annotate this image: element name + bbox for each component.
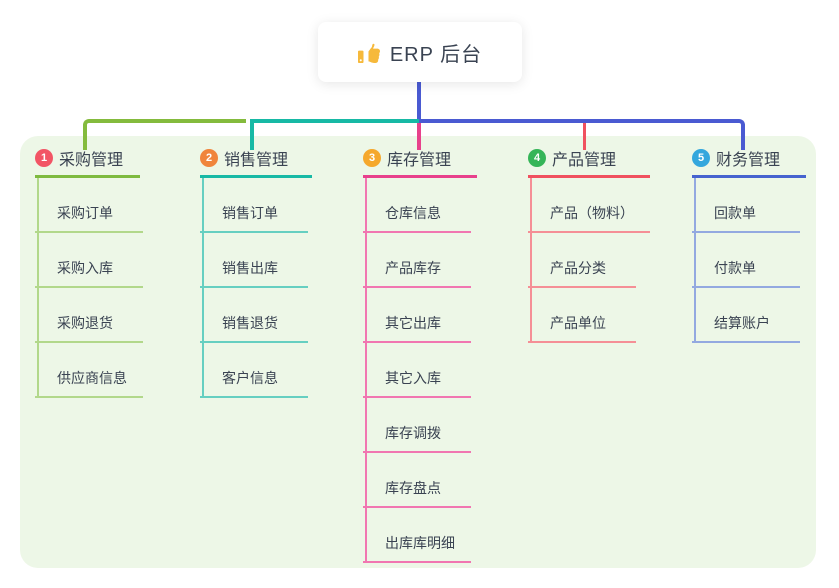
child-node[interactable]: 付款单 xyxy=(692,233,800,288)
branch-number-badge: 1 xyxy=(35,149,53,167)
branch-child-connector-line xyxy=(202,178,204,398)
child-row: 库存盘点 xyxy=(363,453,477,508)
child-node[interactable]: 库存盘点 xyxy=(363,453,471,508)
child-row: 销售出库 xyxy=(200,233,312,288)
branch3-drop-line xyxy=(417,123,421,150)
child-node[interactable]: 回款单 xyxy=(692,178,800,233)
branch-label: 销售管理 xyxy=(224,152,289,169)
branch-node-3[interactable]: 3 库存管理 xyxy=(363,146,477,178)
branch-node-4[interactable]: 4 产品管理 xyxy=(528,146,650,178)
branch5-elbow-line xyxy=(419,119,745,150)
branch-node-5[interactable]: 5 财务管理 xyxy=(692,146,806,178)
branch-node-1[interactable]: 1 采购管理 xyxy=(35,146,140,178)
branch-node-2[interactable]: 2 销售管理 xyxy=(200,146,312,178)
branch-2: 2 销售管理销售订单销售出库销售退货客户信息 xyxy=(200,146,312,398)
branch-number-badge: 2 xyxy=(200,149,218,167)
branch-5: 5 财务管理回款单付款单结算账户 xyxy=(692,146,806,343)
child-node[interactable]: 产品库存 xyxy=(363,233,471,288)
child-row: 产品（物料） xyxy=(528,178,650,233)
child-row: 采购入库 xyxy=(35,233,143,288)
child-node[interactable]: 其它入库 xyxy=(363,343,471,398)
child-node[interactable]: 结算账户 xyxy=(692,288,800,343)
child-node[interactable]: 销售订单 xyxy=(200,178,308,233)
child-row: 产品库存 xyxy=(363,233,477,288)
child-node[interactable]: 出库库明细 xyxy=(363,508,471,563)
branch4-drop-line xyxy=(583,123,586,150)
branch-number-badge: 5 xyxy=(692,149,710,167)
child-row: 回款单 xyxy=(692,178,806,233)
child-node[interactable]: 库存调拨 xyxy=(363,398,471,453)
branches-panel xyxy=(20,136,816,568)
branch-children: 回款单付款单结算账户 xyxy=(692,178,806,343)
root-node[interactable]: ERP 后台 xyxy=(318,22,522,82)
branch-child-connector-line xyxy=(37,178,39,398)
root-title: ERP 后台 xyxy=(389,43,483,66)
child-row: 结算账户 xyxy=(692,288,806,343)
branch-children: 产品（物料）产品分类产品单位 xyxy=(528,178,650,343)
child-row: 客户信息 xyxy=(200,343,312,398)
child-row: 采购订单 xyxy=(35,178,143,233)
branch-label: 库存管理 xyxy=(387,152,452,169)
child-node[interactable]: 仓库信息 xyxy=(363,178,471,233)
child-node[interactable]: 采购订单 xyxy=(35,178,143,233)
child-row: 采购退货 xyxy=(35,288,143,343)
child-row: 出库库明细 xyxy=(363,508,477,563)
child-row: 供应商信息 xyxy=(35,343,143,398)
child-row: 其它入库 xyxy=(363,343,477,398)
branch-children: 销售订单销售出库销售退货客户信息 xyxy=(200,178,312,398)
mid-segment-line xyxy=(250,119,419,123)
child-node[interactable]: 采购退货 xyxy=(35,288,143,343)
branch-label: 财务管理 xyxy=(716,152,781,169)
root-stem-line xyxy=(417,82,421,121)
branch2-drop-line xyxy=(250,119,254,150)
child-row: 其它出库 xyxy=(363,288,477,343)
branch-1: 1 采购管理采购订单采购入库采购退货供应商信息 xyxy=(35,146,143,398)
branch-number-badge: 4 xyxy=(528,149,546,167)
branch-3: 3 库存管理仓库信息产品库存其它出库其它入库库存调拨库存盘点出库库明细 xyxy=(363,146,477,563)
child-node[interactable]: 其它出库 xyxy=(363,288,471,343)
branch-children: 采购订单采购入库采购退货供应商信息 xyxy=(35,178,143,398)
child-node[interactable]: 产品分类 xyxy=(528,233,636,288)
thumbs-up-icon xyxy=(357,41,380,63)
child-node[interactable]: 客户信息 xyxy=(200,343,308,398)
child-node[interactable]: 产品单位 xyxy=(528,288,636,343)
child-node[interactable]: 供应商信息 xyxy=(35,343,143,398)
child-node[interactable]: 销售出库 xyxy=(200,233,308,288)
branch-number-badge: 3 xyxy=(363,149,381,167)
child-node[interactable]: 产品（物料） xyxy=(528,178,650,233)
child-row: 库存调拨 xyxy=(363,398,477,453)
branch-children: 仓库信息产品库存其它出库其它入库库存调拨库存盘点出库库明细 xyxy=(363,178,477,563)
branch-child-connector-line xyxy=(694,178,696,343)
branch-4: 4 产品管理产品（物料）产品分类产品单位 xyxy=(528,146,650,343)
child-row: 仓库信息 xyxy=(363,178,477,233)
child-row: 销售订单 xyxy=(200,178,312,233)
branch1-elbow-line xyxy=(83,119,246,150)
child-row: 付款单 xyxy=(692,233,806,288)
branch-child-connector-line xyxy=(365,178,367,563)
child-row: 销售退货 xyxy=(200,288,312,343)
child-row: 产品分类 xyxy=(528,233,650,288)
branch-label: 采购管理 xyxy=(59,152,124,169)
child-row: 产品单位 xyxy=(528,288,650,343)
branch-label: 产品管理 xyxy=(552,152,617,169)
branch-child-connector-line xyxy=(530,178,532,343)
child-node[interactable]: 采购入库 xyxy=(35,233,143,288)
child-node[interactable]: 销售退货 xyxy=(200,288,308,343)
